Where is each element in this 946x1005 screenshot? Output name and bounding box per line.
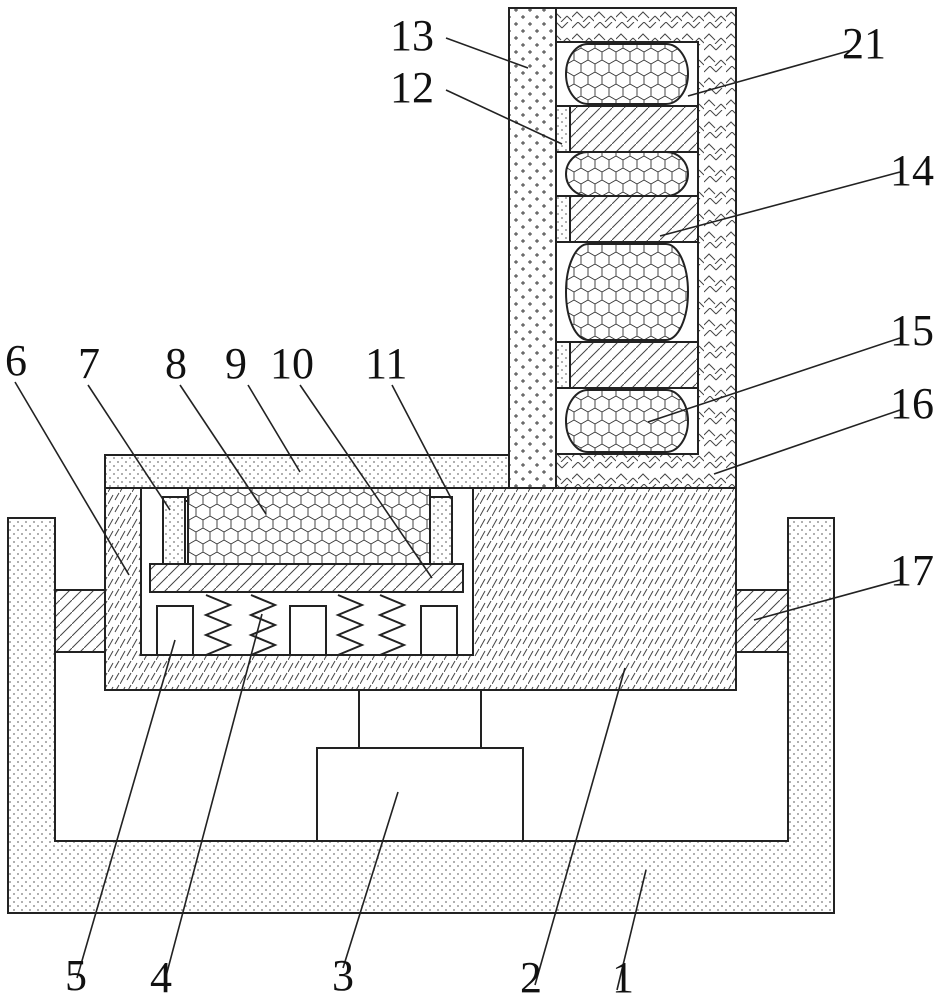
spring-2 (248, 594, 278, 656)
leader-12 (445, 89, 563, 145)
pressure-plate (149, 563, 464, 593)
label-10: 10 (270, 339, 314, 388)
motor-shaft (358, 689, 482, 749)
leader-6 (14, 381, 130, 576)
label-13: 13 (390, 11, 434, 60)
side-block-right (429, 496, 453, 565)
leader-3 (342, 791, 399, 969)
label-14: 14 (890, 146, 934, 195)
label-8: 8 (165, 339, 187, 388)
hatched-spacer-1 (569, 105, 699, 153)
small-spacer-3 (555, 341, 571, 389)
label-17: 17 (890, 546, 934, 595)
leader-15 (647, 337, 901, 423)
leader-17 (753, 579, 901, 621)
label-7: 7 (78, 339, 100, 388)
vertical-plate (508, 7, 557, 489)
leader-8 (179, 384, 267, 515)
spring-1 (203, 594, 233, 656)
left-side-connector (54, 589, 106, 653)
label-3: 3 (332, 951, 354, 1000)
spring-3 (335, 594, 365, 656)
leader-4 (164, 613, 263, 981)
hatched-spacer-3 (569, 341, 699, 389)
side-block-left (162, 496, 186, 565)
label-21: 21 (842, 19, 886, 68)
leader-5 (76, 639, 176, 979)
right-side-connector (735, 589, 789, 653)
leader-16 (713, 409, 901, 475)
leader-21 (687, 49, 853, 97)
small-spacer-1 (555, 105, 571, 153)
springs (203, 594, 407, 656)
support-post-3 (420, 605, 458, 656)
honeycomb-pad (187, 487, 431, 565)
leader-14 (659, 171, 901, 237)
label-9: 9 (225, 339, 247, 388)
label-6: 6 (5, 336, 27, 385)
leader-2 (534, 667, 626, 986)
honeycomb-roller-2 (565, 151, 689, 197)
label-2: 2 (520, 953, 542, 1000)
support-post-2 (289, 605, 327, 656)
label-1: 1 (612, 953, 634, 1000)
label-4: 4 (150, 953, 172, 1000)
support-post-1 (156, 605, 194, 656)
honeycomb-roller-3 (565, 243, 689, 341)
leader-7 (87, 384, 171, 511)
label-16: 16 (890, 379, 934, 428)
leader-lines (14, 37, 901, 991)
motor-block (316, 747, 524, 842)
leader-9 (247, 384, 301, 473)
reference-labels: 1 2 3 4 5 6 7 8 9 10 11 12 13 14 15 16 1… (5, 11, 934, 1002)
label-15: 15 (890, 306, 934, 355)
honeycomb-roller-1 (565, 43, 689, 105)
leader-11 (391, 384, 453, 501)
label-11: 11 (365, 339, 407, 388)
hatched-spacer-2 (569, 195, 699, 243)
label-12: 12 (390, 63, 434, 112)
leader-10 (299, 384, 433, 579)
label-5: 5 (65, 951, 87, 1000)
leader-13 (445, 37, 529, 69)
spring-4 (377, 594, 407, 656)
small-spacer-2 (555, 195, 571, 243)
top-plate (104, 454, 510, 489)
honeycomb-roller-4 (565, 389, 689, 453)
leader-1 (616, 869, 647, 991)
